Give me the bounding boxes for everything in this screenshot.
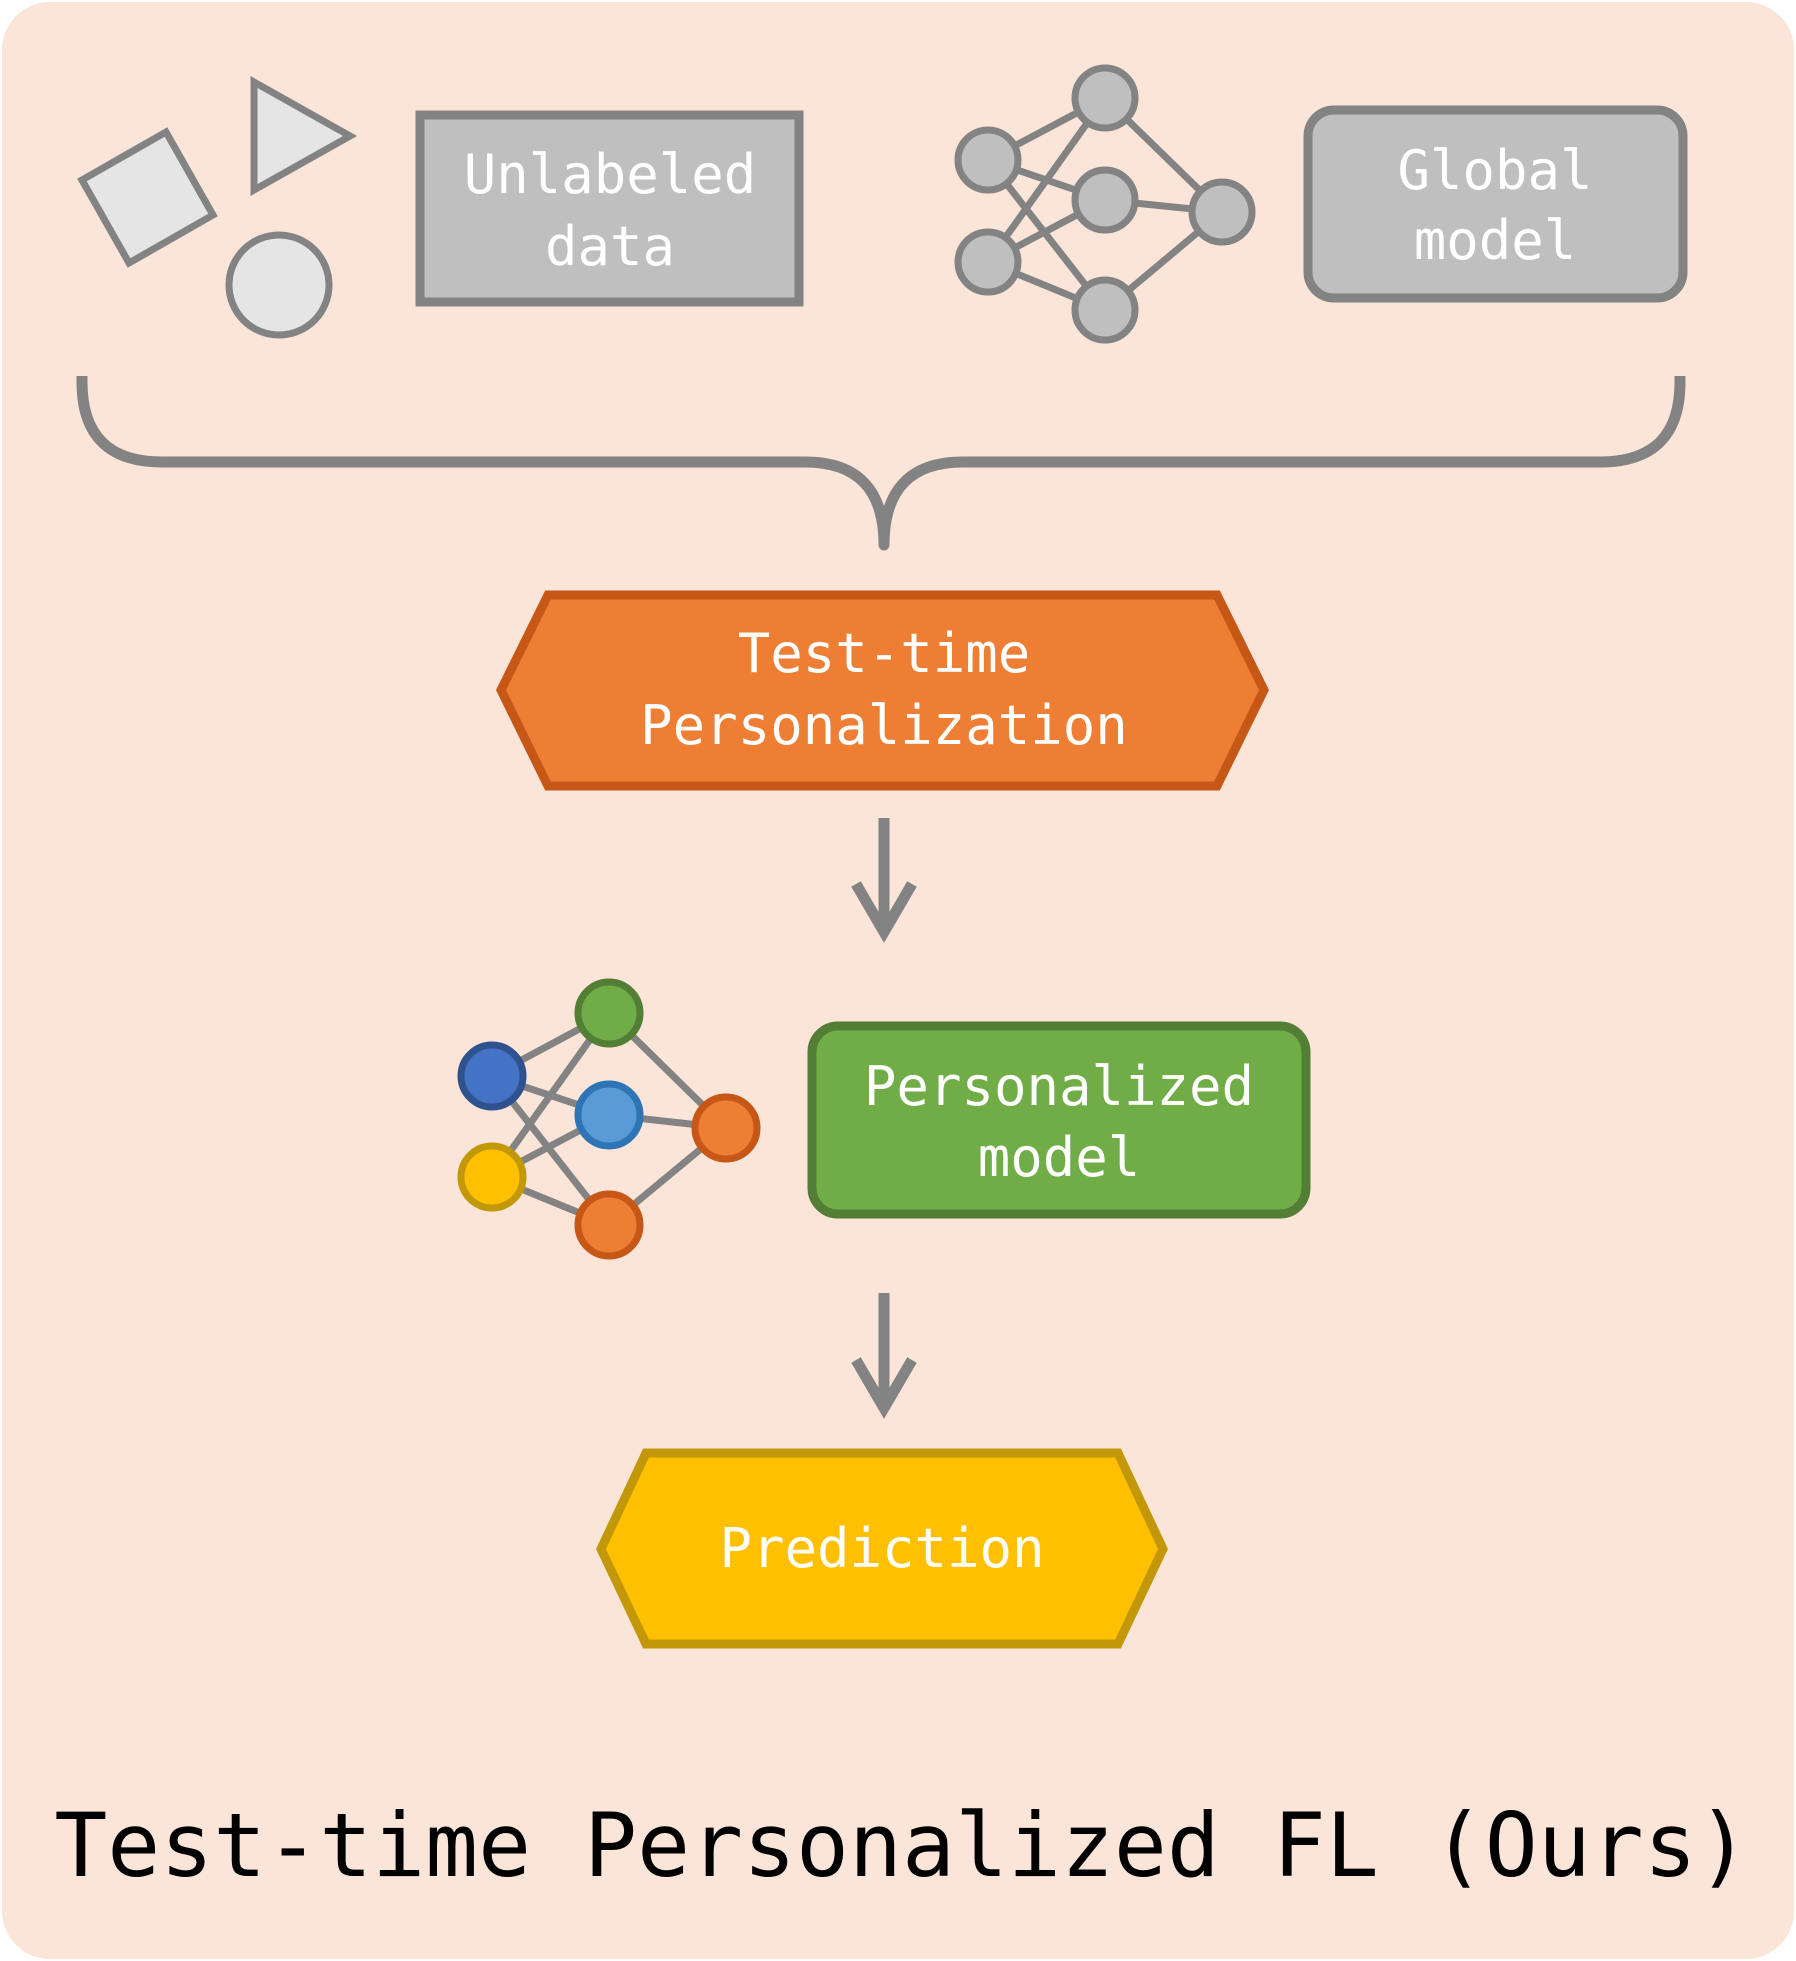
node-hidden-lightblue: [574, 1080, 644, 1150]
triangle-icon: [250, 76, 358, 196]
unlabeled-data-label-line1: Unlabeled: [464, 143, 757, 206]
test-time-personalization-hexagon: Test-time Personalization: [495, 590, 1270, 791]
diagram-caption: Test-time Personalized FL (Ours): [54, 1794, 1749, 1897]
node-input-yellow: [457, 1142, 527, 1212]
node-hidden-orange: [574, 1190, 644, 1260]
personalized-network-icon: [457, 978, 761, 1260]
node-input-blue: [457, 1041, 527, 1111]
down-arrow: [851, 1293, 917, 1419]
global-model-label-line2: model: [1414, 209, 1577, 272]
brace-merge: [76, 376, 1686, 551]
node-output-orange: [691, 1093, 761, 1163]
personalized-model-label-line1: Personalized: [864, 1055, 1254, 1118]
data-shapes-group: [77, 76, 358, 339]
node-hidden-green: [574, 978, 644, 1048]
global-network-icon: [954, 64, 1256, 344]
prediction-label: Prediction: [719, 1517, 1044, 1580]
prediction-hexagon: Prediction: [596, 1448, 1168, 1649]
circle-icon: [225, 231, 333, 339]
global-model-label-line1: Global: [1397, 139, 1592, 202]
unlabeled-data-label-line2: data: [545, 215, 675, 278]
personalized-model-label-line2: model: [978, 1126, 1141, 1189]
process-label-line1: Test-time: [738, 622, 1031, 685]
process-label-line2: Personalization: [640, 694, 1128, 757]
unlabeled-data-box: Unlabeled data: [415, 110, 804, 307]
square-icon: [77, 127, 218, 268]
personalized-model-box: Personalized model: [807, 1021, 1311, 1219]
down-arrow: [851, 818, 917, 943]
global-model-box: Global model: [1303, 105, 1688, 303]
